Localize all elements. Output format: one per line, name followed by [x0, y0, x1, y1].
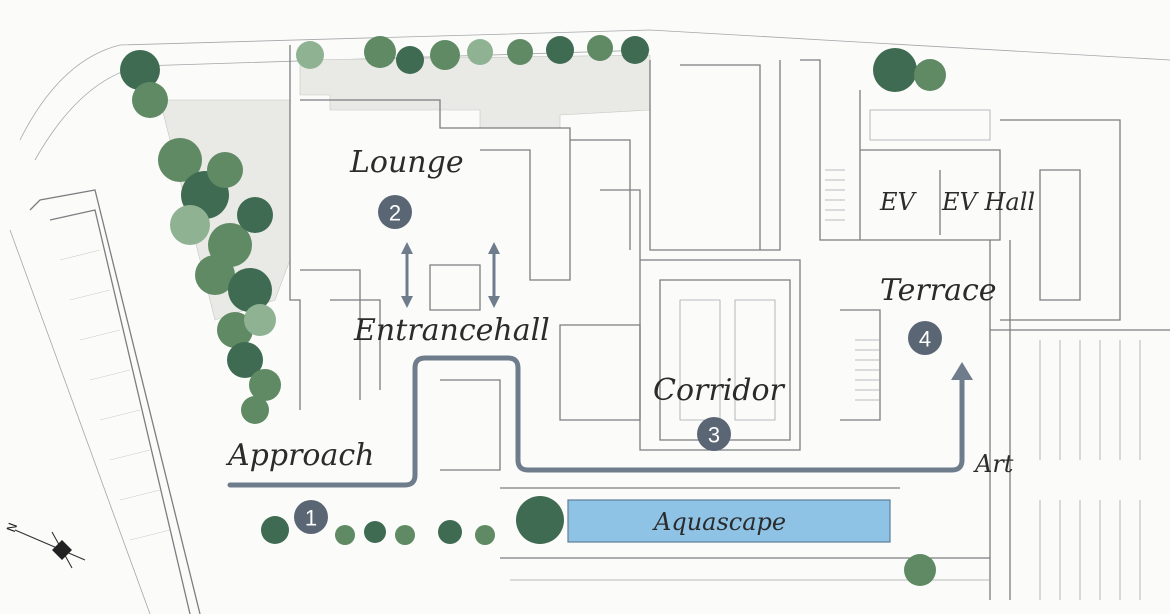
room-label-ev-hall: EV Hall	[941, 188, 1035, 216]
room-label-entrancehall: Entrancehall	[353, 313, 550, 348]
street-curve	[9, 29, 1170, 614]
room-label-aquascape: Aquascape	[652, 508, 786, 536]
aquascape-pool	[567, 499, 891, 543]
room-label-approach: Approach	[225, 438, 374, 473]
lounge-arrows	[401, 242, 500, 308]
walking-route	[227, 355, 973, 488]
marker-lounge: 2	[378, 195, 412, 229]
marker-corridor: 3	[697, 417, 731, 451]
marker-approach: 1	[294, 500, 328, 534]
building-walls	[289, 45, 1170, 600]
svg-text:3: 3	[708, 423, 720, 448]
foliage	[120, 35, 946, 586]
svg-text:1: 1	[305, 506, 317, 531]
room-label-lounge: Lounge	[349, 145, 464, 180]
svg-text:4: 4	[919, 327, 931, 352]
room-label-ev: EV	[879, 188, 918, 216]
svg-text:2: 2	[389, 201, 401, 226]
marker-terrace: 4	[908, 321, 942, 355]
room-label-terrace: Terrace	[880, 273, 997, 308]
room-label-corridor: Corridor	[653, 373, 786, 408]
room-label-art: Art	[973, 450, 1014, 478]
